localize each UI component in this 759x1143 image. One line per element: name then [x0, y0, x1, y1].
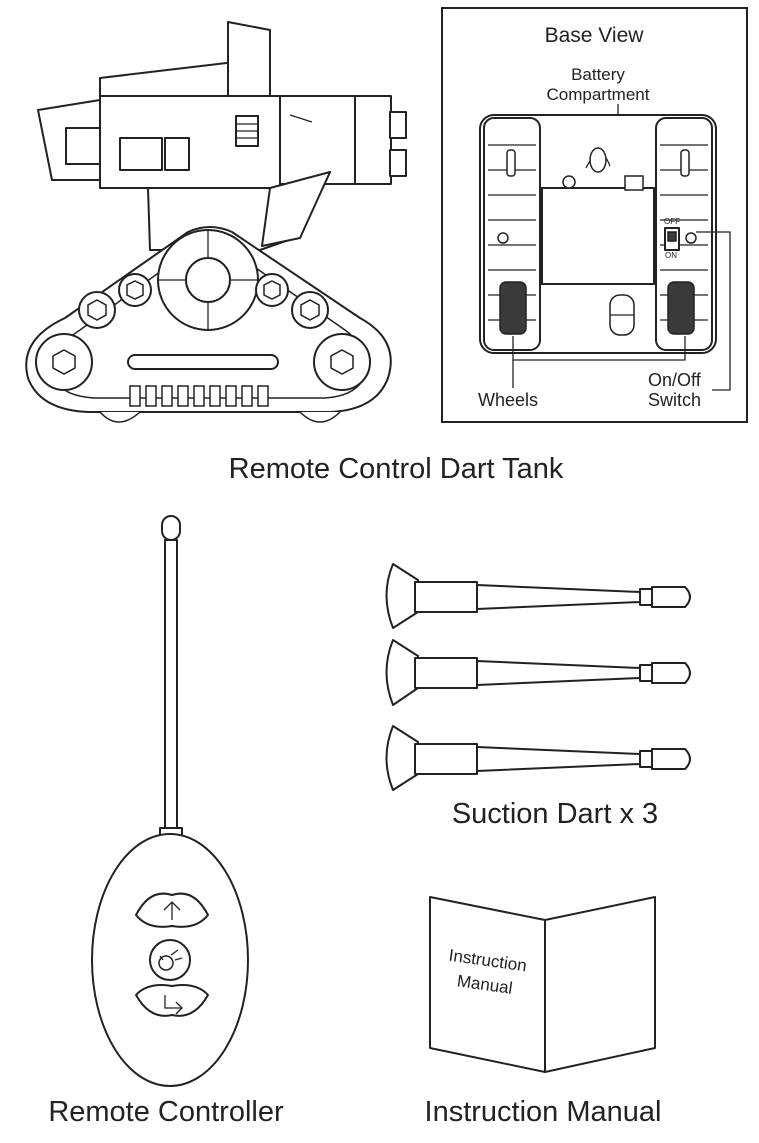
darts-caption: Suction Dart x 3 [452, 798, 658, 830]
left-wheel [499, 281, 527, 335]
manual-caption: Instruction Manual [425, 1096, 662, 1128]
base-view-title: Base View [545, 24, 645, 47]
suction-darts-illustration [385, 563, 691, 791]
switch-label-line1: On/Off [648, 370, 702, 390]
switch-off-label: OFF [664, 217, 680, 226]
up-arrow-icon [163, 901, 181, 920]
suction-dart [385, 639, 691, 706]
remote-controller-illustration [91, 515, 249, 1087]
fire-icon [158, 949, 183, 971]
controller-caption: Remote Controller [48, 1096, 284, 1128]
suction-dart [385, 563, 691, 629]
suction-dart [385, 725, 691, 791]
switch-label-line2: Switch [648, 390, 701, 410]
switch-on-label: ON [665, 251, 677, 260]
battery-label-line2: Compartment [547, 85, 650, 104]
tank-illustration [25, 21, 407, 423]
right-wheel [667, 281, 695, 335]
battery-label-line1: Battery [571, 65, 625, 84]
turn-button [135, 984, 209, 1017]
tank-caption: Remote Control Dart Tank [229, 453, 564, 485]
battery-compartment [541, 187, 655, 285]
base-view-panel: Base View Battery Compartment [441, 7, 748, 423]
instruction-manual-illustration: Instruction Manual [429, 896, 656, 1073]
wheels-label: Wheels [478, 390, 538, 410]
turn-arrow-icon [164, 995, 183, 1015]
